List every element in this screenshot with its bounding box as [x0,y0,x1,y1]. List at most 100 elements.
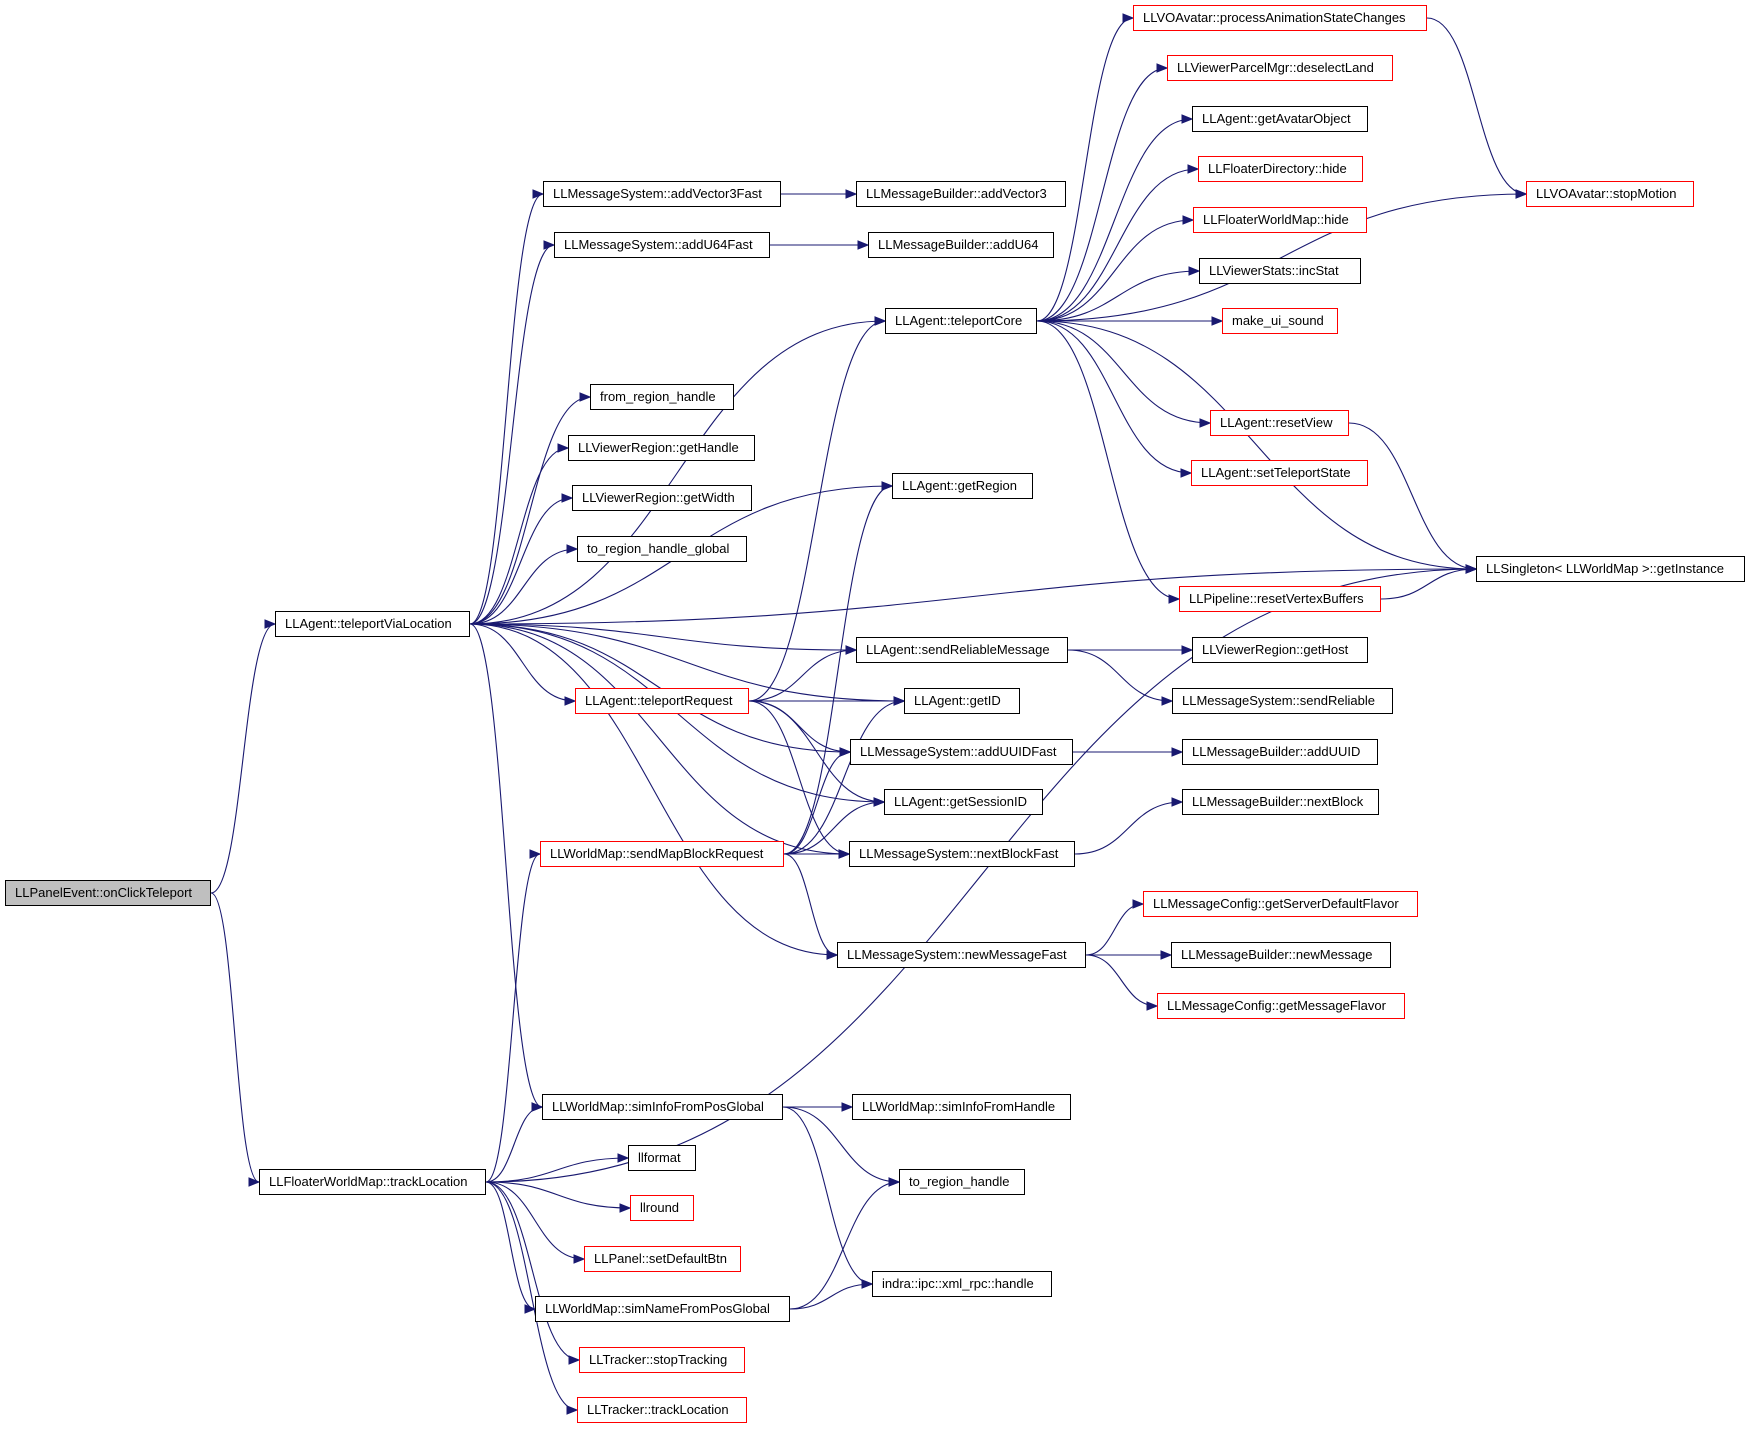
node-floaterworldmap-hide[interactable]: LLFloaterWorldMap::hide [1193,207,1367,233]
node-to-region-handle[interactable]: to_region_handle [899,1169,1025,1195]
node-deselectland[interactable]: LLViewerParcelMgr::deselectLand [1167,55,1393,81]
node-getmessageflavor[interactable]: LLMessageConfig::getMessageFlavor [1157,993,1405,1019]
edge-50 [1036,168,1199,322]
edge-21 [485,1157,629,1183]
edge-arrowhead-3 [543,240,556,250]
edge-arrowhead-65 [1146,1001,1159,1011]
edge-16 [469,568,1477,625]
edge-38 [783,751,851,855]
edge-15 [469,623,850,855]
node-processanimationstatechanges[interactable]: LLVOAvatar::processAnimationStateChanges [1133,5,1427,31]
edge-39 [783,801,885,855]
edge-arrowhead-22 [619,1203,632,1213]
node-to-region-handle-global[interactable]: to_region_handle_global [577,536,747,562]
node-viewerregion-gethost[interactable]: LLViewerRegion::getHost [1192,637,1368,663]
edge-8 [469,548,578,625]
node-adduuid[interactable]: LLMessageBuilder::addUUID [1182,739,1378,765]
edge-arrowhead-21 [617,1153,630,1163]
node-addvector3[interactable]: LLMessageBuilder::addVector3 [856,181,1066,207]
edge-7 [469,497,573,625]
node-getavatarobject[interactable]: LLAgent::getAvatarObject [1192,106,1368,132]
node-stopmotion[interactable]: LLVOAvatar::stopMotion [1526,181,1694,207]
node-addvector3fast[interactable]: LLMessageSystem::addVector3Fast [543,181,781,207]
node-xml-rpc-handle[interactable]: indra::ipc::xml_rpc::handle [872,1271,1052,1297]
edge-arrowhead-0 [264,619,277,629]
node-getserverdefaultflavor[interactable]: LLMessageConfig::getServerDefaultFlavor [1143,891,1418,917]
node-siminfofromposglobal[interactable]: LLWorldMap::simInfoFromPosGlobal [542,1094,783,1120]
node-resetview[interactable]: LLAgent::resetView [1210,410,1349,436]
node-floaterworldmap-tracklocation[interactable]: LLFloaterWorldMap::trackLocation [259,1169,486,1195]
node-sendmapblockrequest[interactable]: LLWorldMap::sendMapBlockRequest [540,841,784,867]
node-llformat[interactable]: llformat [628,1145,696,1171]
edge-arrowhead-8 [566,544,579,554]
edge-arrowhead-29 [857,240,870,250]
node-teleportrequest[interactable]: LLAgent::teleportRequest [575,688,749,714]
node-teleportvialocation[interactable]: LLAgent::teleportViaLocation [275,611,470,637]
edge-arrowhead-53 [1211,316,1224,326]
node-nextblock[interactable]: LLMessageBuilder::nextBlock [1182,789,1379,815]
edge-arrowhead-52 [1188,266,1201,276]
edge-arrowhead-60 [1161,696,1174,706]
node-incstat[interactable]: LLViewerStats::incStat [1199,258,1361,284]
edge-17 [469,623,838,956]
edge-36 [783,485,893,855]
node-sendreliablemessage[interactable]: LLAgent::sendReliableMessage [856,637,1068,663]
edge-arrowhead-62 [1171,797,1184,807]
node-getregion[interactable]: LLAgent::getRegion [892,473,1033,499]
node-setdefaultbtn[interactable]: LLPanel::setDefaultBtn [584,1246,741,1272]
edge-0 [210,623,276,894]
edge-arrowhead-6 [557,443,570,453]
node-floaterdirectory-hide[interactable]: LLFloaterDirectory::hide [1198,156,1363,182]
edge-31 [748,649,857,702]
node-from-region-handle[interactable]: from_region_handle [590,384,734,410]
node-siminfofromhandle[interactable]: LLWorldMap::simInfoFromHandle [852,1094,1071,1120]
edge-18 [469,623,543,1108]
edge-41 [783,853,838,956]
edge-46 [789,1283,873,1310]
node-make-ui-sound[interactable]: make_ui_sound [1222,308,1338,334]
edge-arrowhead-25 [568,1355,581,1365]
node-getinstance[interactable]: LLSingleton< LLWorldMap >::getInstance [1476,556,1745,582]
node-onclickteleport[interactable]: LLPanelEvent::onClickTeleport [5,880,211,906]
edge-arrowhead-38 [839,747,852,757]
node-adduuidfast[interactable]: LLMessageSystem::addUUIDFast [850,739,1073,765]
edge-47 [1036,17,1134,322]
node-nextblockfast[interactable]: LLMessageSystem::nextBlockFast [849,841,1075,867]
node-stoptracking[interactable]: LLTracker::stopTracking [579,1347,745,1373]
node-llround[interactable]: llround [630,1195,694,1221]
edge-arrowhead-68 [1465,564,1478,574]
node-addu64fast[interactable]: LLMessageSystem::addU64Fast [554,232,770,258]
node-viewerregion-getwidth[interactable]: LLViewerRegion::getWidth [572,485,752,511]
node-newmessagefast[interactable]: LLMessageSystem::newMessageFast [837,942,1086,968]
edge-45 [789,1181,900,1310]
node-tracker-tracklocation[interactable]: LLTracker::trackLocation [577,1397,747,1423]
edge-22 [485,1181,631,1209]
node-sendreliable[interactable]: LLMessageSystem::sendReliable [1172,688,1393,714]
node-getsessionid[interactable]: LLAgent::getSessionID [884,789,1043,815]
edge-54 [1036,193,1527,322]
node-newmessage[interactable]: LLMessageBuilder::newMessage [1171,942,1391,968]
edge-30 [748,320,886,702]
node-addu64[interactable]: LLMessageBuilder::addU64 [868,232,1054,258]
edge-arrowhead-48 [1156,63,1169,73]
edge-65 [1085,954,1158,1007]
edge-44 [782,1106,873,1285]
edge-arrowhead-37 [893,696,906,706]
node-teleportcore[interactable]: LLAgent::teleportCore [885,308,1037,334]
edge-63 [1085,903,1144,956]
edge-68 [1380,568,1477,600]
edge-26 [485,1181,578,1411]
edge-58 [1036,320,1180,600]
edge-11 [469,623,905,702]
node-resetvertexbuffers[interactable]: LLPipeline::resetVertexBuffers [1179,586,1381,612]
edge-arrowhead-31 [845,645,858,655]
edge-arrowhead-66 [1515,189,1528,199]
edge-arrowhead-5 [579,392,592,402]
edge-arrowhead-50 [1187,164,1200,174]
node-simnamefromposglobal[interactable]: LLWorldMap::simNameFromPosGlobal [535,1296,790,1322]
node-getid[interactable]: LLAgent::getID [904,688,1020,714]
node-viewerregion-gethandle[interactable]: LLViewerRegion::getHandle [568,435,755,461]
node-setteleportstate[interactable]: LLAgent::setTeleportState [1191,460,1368,486]
edge-arrowhead-2 [532,189,545,199]
